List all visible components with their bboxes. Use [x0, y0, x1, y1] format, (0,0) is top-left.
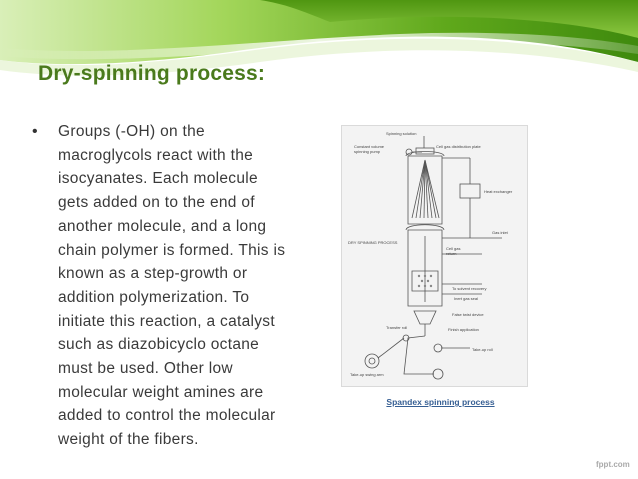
bullet-line: must be used. Other low: [58, 360, 233, 378]
footer-brand: fppt.com: [596, 460, 630, 469]
bullet-line: Groups (-OH) on the: [58, 123, 205, 140]
bullet-line: addition polymerization. To: [58, 288, 250, 306]
label-spinning-solution: Spinning solution: [386, 131, 416, 136]
label-inert-gas-seal: Inert gas seal: [454, 296, 478, 301]
bullet-line: known as a step-growth or: [58, 265, 248, 283]
bullet-text: Groups (-OH) on the macroglycols react w…: [58, 120, 285, 452]
label-finish-application: Finish application: [448, 327, 479, 332]
figure-caption: Spandex spinning process: [386, 397, 495, 407]
label-constant-volume: Constant volume: [354, 144, 385, 149]
spinning-process-diagram: Spinning solution Constant volume spinni…: [341, 125, 528, 387]
label-solvent-recovery: To solvent recovery: [452, 286, 486, 291]
label-take-up-roll: Take-up roll: [472, 347, 493, 352]
label-return: return: [446, 251, 456, 256]
bullet-line: initiate this reaction, a catalyst: [58, 312, 275, 330]
label-cell-gas-return: Cell gas: [446, 246, 460, 251]
bullet-line: molecular weight amines are: [58, 383, 264, 401]
green-swoosh-banner: [0, 0, 638, 120]
bullet-line: chain polymer is formed. This is: [58, 241, 286, 259]
label-spinning-pump: spinning pump: [354, 149, 381, 154]
bullet-line: weight of the fibers.: [58, 431, 199, 449]
slide-title: Dry-spinning process:: [38, 62, 266, 85]
bullet-marker: •: [32, 123, 38, 140]
label-heat-exchanger: Heat exchanger: [484, 189, 513, 194]
bullet-line: isocyanates. Each molecule: [58, 170, 258, 188]
bullet-line: gets added on to the end of: [58, 194, 255, 212]
bullet-line: another molecule, and a long: [58, 217, 267, 235]
label-transfer-roll: Transfer roll: [386, 325, 407, 330]
label-gas-inlet: Gas inlet: [492, 230, 509, 235]
bullet-line: macroglycols react with the: [58, 146, 254, 164]
label-take-up-swing: Take-up swing arm: [350, 372, 384, 377]
bullet-line: such as diazobicyclo octane: [58, 336, 260, 354]
diagram-drawing: Spinning solution Constant volume spinni…: [348, 131, 513, 380]
label-false-twist: False twist device: [452, 312, 484, 317]
label-cell-gas-plate: Cell gas distribution plate: [436, 144, 481, 149]
bullet-line: added to control the molecular: [58, 407, 276, 425]
label-dry-spinning: DRY SPINNING PROCESS: [348, 240, 398, 245]
